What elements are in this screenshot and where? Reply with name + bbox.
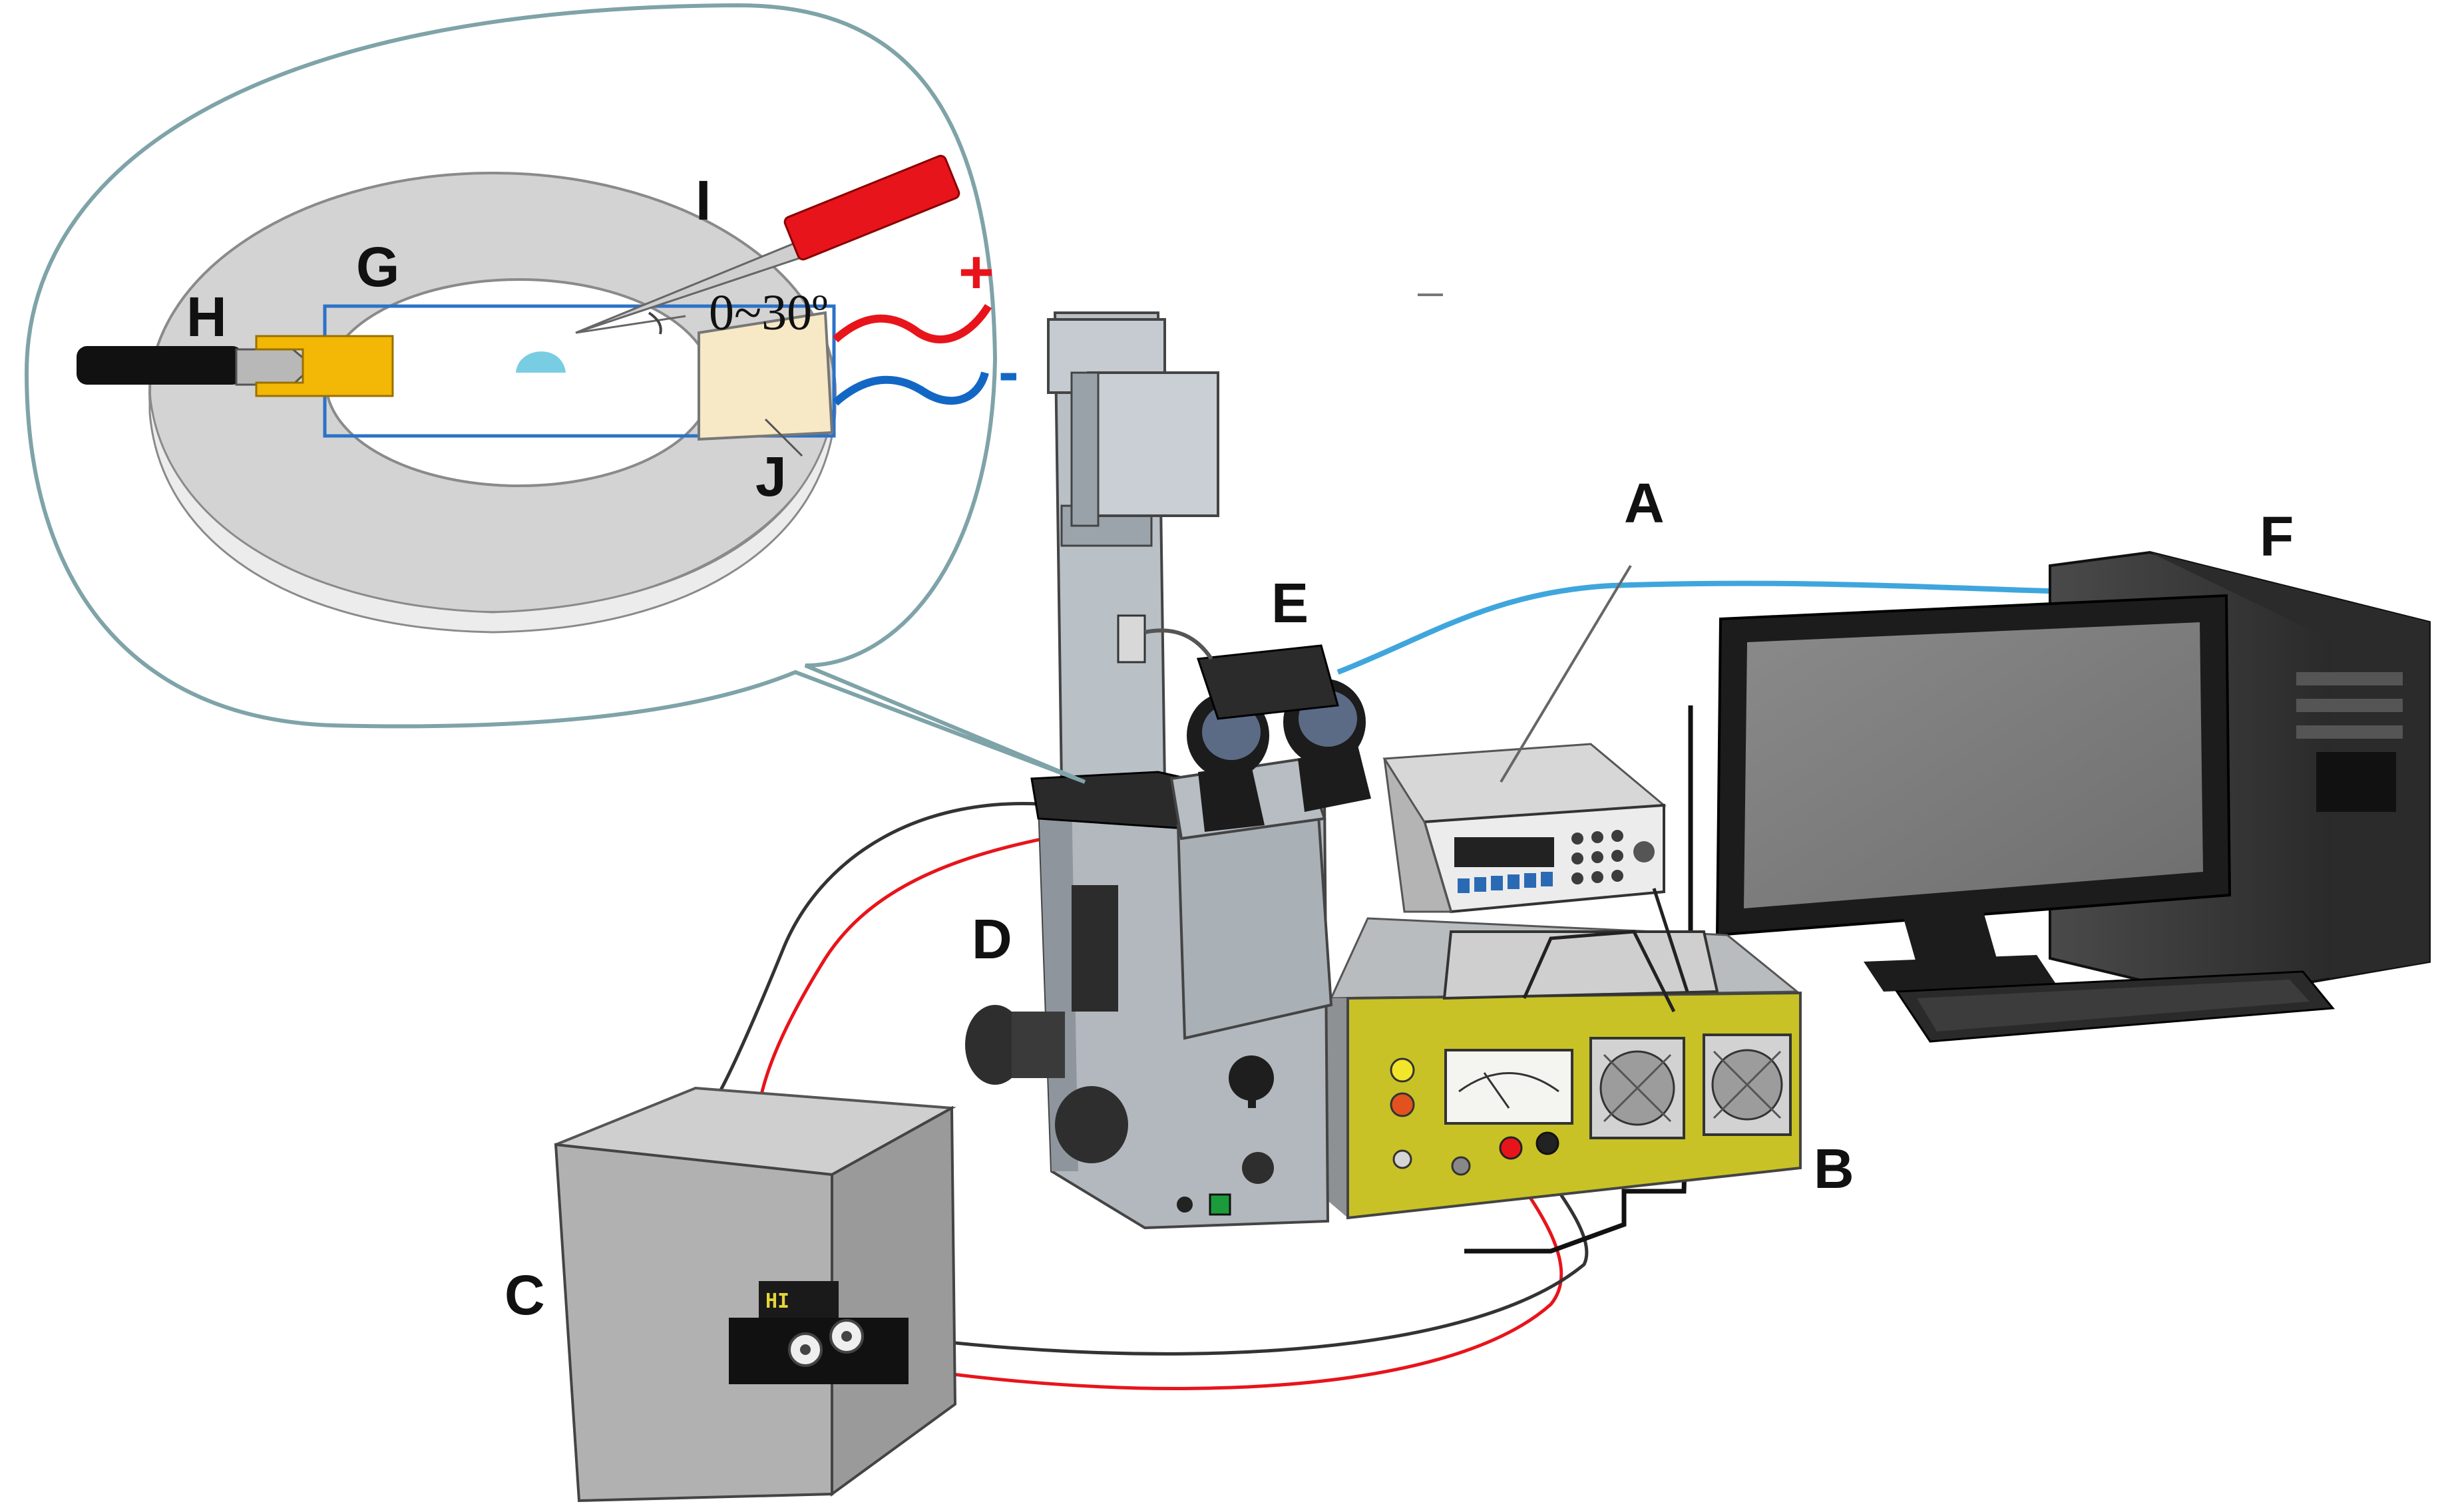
angle-label: 0~30º: [709, 285, 828, 341]
generator-buttons: [1458, 872, 1553, 893]
negative-sign: -: [998, 338, 1019, 406]
generator-tray: [1442, 930, 1719, 1000]
label-c: C: [505, 1264, 545, 1326]
computer: [1715, 550, 2431, 1043]
switch-box: HI: [554, 1086, 957, 1503]
pipette: [783, 154, 960, 261]
label-f: F: [2260, 505, 2294, 568]
positive-sign: +: [958, 238, 994, 306]
black-supply-cable: [858, 1150, 1589, 1356]
label-h: H: [186, 285, 227, 348]
label-e: E: [1271, 572, 1309, 634]
power-indicator-red: [1390, 1092, 1415, 1117]
power-indicator-yellow: [1390, 1057, 1415, 1083]
generator-display: [1454, 837, 1554, 867]
camera: [1196, 644, 1339, 720]
fine-focus-knob: [1055, 1086, 1128, 1163]
magnified-callout: 0~30º + -: [24, 3, 1086, 784]
function-generator: [1382, 743, 1719, 1013]
eyepiece-tube: [1176, 803, 1333, 1040]
generator-keypad: [1571, 830, 1623, 884]
label-a: A: [1624, 472, 1665, 534]
label-g: G: [356, 236, 399, 298]
red-supply-cable: [811, 1150, 1563, 1390]
electrode-holder: [255, 335, 394, 397]
switch-box-side: [831, 1105, 957, 1497]
label-j: J: [755, 445, 787, 508]
power-supply-side: [1324, 998, 1348, 1218]
cooling-fan-right: [1703, 1034, 1792, 1136]
label-a-leader: [1500, 564, 1632, 783]
monitor-screen: [1744, 622, 2203, 908]
positive-wire: [833, 303, 992, 343]
monitor-stand: [1904, 912, 1997, 965]
electrode-handle: [77, 346, 243, 385]
inverted-microscope: [965, 311, 1371, 1230]
coarse-focus-knob: [965, 1005, 1025, 1085]
output-terminal-positive: [1499, 1136, 1523, 1160]
contact-pad: [698, 311, 834, 441]
cooling-fan-left: [1589, 1037, 1685, 1139]
power-button: [1209, 1193, 1231, 1216]
output-terminal-negative: [1535, 1131, 1559, 1155]
label-d: D: [972, 908, 1012, 970]
label-b: B: [1814, 1137, 1854, 1200]
label-i: I: [696, 169, 711, 232]
negative-wire: [833, 371, 989, 406]
switch-box-display: [759, 1281, 839, 1318]
monitor-base: [1864, 955, 2057, 992]
power-switch-knob: [1392, 1149, 1412, 1169]
data-cable: [1336, 580, 2051, 675]
black-lead-cable: [710, 801, 1059, 1106]
switch-box-display-text: HI: [765, 1290, 789, 1313]
lamp-housing: [1087, 371, 1219, 517]
droplet: [516, 351, 566, 373]
